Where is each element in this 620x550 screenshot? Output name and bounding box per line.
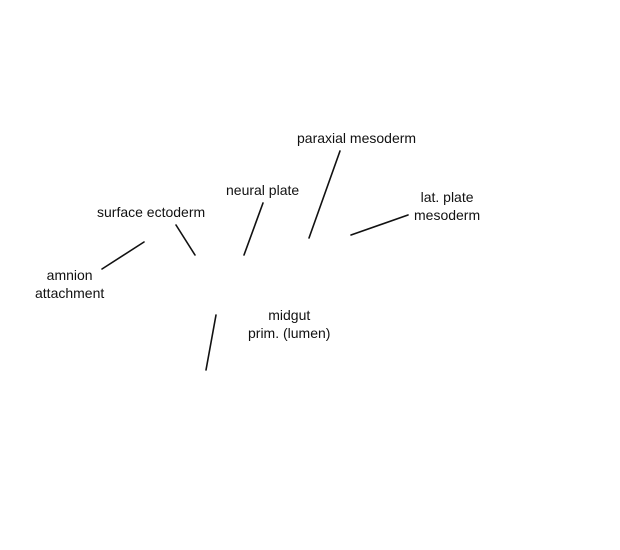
leader-line-neural-plate	[243, 202, 264, 256]
leader-line-midgut	[205, 314, 217, 371]
label-midgut-line-2: prim. (lumen)	[248, 325, 331, 341]
label-surface-ectoderm: surface ectoderm	[97, 203, 205, 221]
label-neural-plate-text: neural plate	[226, 182, 300, 198]
label-lat-plate-mesoderm-line-1: lat. plate	[420, 189, 474, 205]
leader-line-amnion-attachment	[101, 241, 145, 270]
label-midgut: midgut prim. (lumen)	[248, 306, 330, 342]
label-neural-plate: neural plate	[226, 181, 299, 199]
label-lat-plate-mesoderm: lat. plate mesoderm	[414, 188, 480, 224]
leader-line-paraxial-mesoderm	[308, 150, 341, 239]
leader-line-lat-plate-mesoderm	[350, 214, 409, 236]
label-amnion-attachment: amnion attachment	[35, 266, 104, 302]
label-paraxial-mesoderm: paraxial mesoderm	[297, 129, 416, 147]
label-amnion-attachment-line-2: attachment	[35, 285, 105, 301]
leader-line-surface-ectoderm	[175, 224, 196, 256]
label-lat-plate-mesoderm-line-2: mesoderm	[414, 207, 481, 223]
label-midgut-line-1: midgut	[268, 307, 311, 323]
label-amnion-attachment-line-1: amnion	[46, 267, 93, 283]
label-surface-ectoderm-text: surface ectoderm	[97, 204, 206, 220]
label-paraxial-mesoderm-text: paraxial mesoderm	[297, 130, 417, 146]
